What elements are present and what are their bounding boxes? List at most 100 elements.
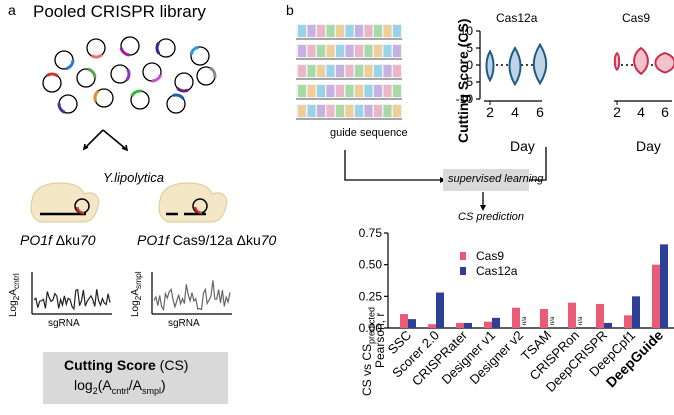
- bar-cas9: [456, 322, 464, 328]
- supervised-learning-label: supervised learning: [448, 173, 544, 185]
- cs-formula-cntrl: cntrl: [111, 385, 129, 396]
- guide-base: [307, 65, 316, 77]
- guide-base: [317, 65, 325, 77]
- guide-base: [374, 85, 382, 97]
- guide-base: [326, 85, 335, 97]
- yeast-cell-1: [30, 182, 100, 223]
- violin-ylabel: Cutting Score (CS): [455, 18, 471, 143]
- guide-base: [307, 85, 316, 97]
- guide-base: [298, 105, 306, 117]
- guide-base: [298, 65, 306, 77]
- supervised-learning-box: [443, 169, 529, 191]
- guide-base: [326, 65, 335, 77]
- organism-label: Y.lipolytica: [103, 170, 164, 185]
- plasmid-icon: [76, 67, 97, 88]
- bar-cas9: [512, 307, 520, 328]
- guide-base: [345, 105, 354, 117]
- violin-xtick: 6: [661, 104, 669, 120]
- guide-base: [298, 25, 306, 37]
- guide-base: [326, 25, 335, 37]
- strain-1-delta: Δku: [55, 232, 80, 248]
- legend-label: Cas12a: [476, 264, 518, 278]
- guide-base: [374, 65, 382, 77]
- violin-shape: [485, 49, 495, 83]
- bar-cas9: [568, 302, 576, 328]
- cs-formula-smpl: smpl: [141, 385, 161, 396]
- violin-xlabel-2: Day: [636, 138, 661, 154]
- guide-base: [393, 65, 401, 77]
- guide-base: [298, 85, 306, 97]
- guide-base: [307, 105, 316, 117]
- cs-box-title-bold: Cutting Score: [64, 357, 156, 373]
- guide-base: [364, 45, 373, 57]
- plasmid-icon: [54, 50, 75, 71]
- guide-base: [383, 65, 392, 77]
- plasmid-icon: [93, 88, 114, 108]
- bar-cas9: [400, 314, 408, 328]
- bar-ytick: 0.00: [359, 321, 383, 335]
- violin-xlabel-1: Day: [510, 138, 535, 154]
- library-title: Pooled CRISPR library: [33, 2, 206, 21]
- bar-ytick: 0.75: [359, 226, 383, 240]
- guide-base: [345, 85, 354, 97]
- guide-base: [393, 105, 401, 117]
- legend-swatch: [460, 252, 466, 260]
- bar-cas12a: [492, 317, 500, 328]
- violin-shape: [508, 46, 522, 87]
- violin-ytick: -5: [462, 75, 473, 89]
- violin-xtick: 4: [637, 104, 645, 120]
- guide-base: [355, 85, 363, 97]
- strain-1-num: 70: [79, 232, 96, 248]
- strain-1-prefix: PO1f: [20, 232, 56, 248]
- bar-cas9: [540, 309, 548, 328]
- cs-formula-open: (A: [97, 377, 112, 393]
- guide-base: [317, 25, 325, 37]
- guide-base: [383, 25, 392, 37]
- plot-2-xlabel: sgRNA: [168, 318, 200, 329]
- count-trace: [153, 280, 231, 312]
- bar-na-label: n/a: [522, 316, 528, 325]
- cs-formula-slash: /A: [128, 377, 142, 393]
- guide-base: [336, 85, 344, 97]
- guide-base: [374, 45, 382, 57]
- guide-base: [355, 25, 363, 37]
- guide-base: [374, 105, 382, 117]
- bar-cas12a: [464, 322, 472, 328]
- control-count-plot: [31, 272, 112, 315]
- guide-base: [355, 45, 363, 57]
- strain-2-num: 70: [260, 232, 277, 248]
- guide-base: [317, 105, 325, 117]
- cs-formula-base: 2: [92, 385, 98, 396]
- sample-count-plot: [151, 272, 232, 315]
- yeast-cell-2: [158, 182, 228, 223]
- guide-base: [393, 25, 401, 37]
- violin-xtick: 6: [536, 104, 544, 120]
- bar-na-label: n/a: [578, 316, 584, 325]
- flow-arrows: [344, 147, 547, 206]
- violin-xtick: 2: [613, 104, 621, 120]
- guide-base: [345, 25, 354, 37]
- bar-cas9: [428, 324, 436, 328]
- guide-base: [364, 65, 373, 77]
- bar-ylabel-main: CS vs CS: [360, 343, 374, 396]
- violin-ytick: 5: [466, 41, 473, 55]
- guide-base: [336, 105, 344, 117]
- plasmid-icon: [174, 72, 194, 93]
- guide-base: [364, 85, 373, 97]
- bar-cas9: [484, 321, 492, 328]
- plasmid-icon: [189, 45, 210, 66]
- legend-swatch: [460, 267, 466, 275]
- violin-shape: [532, 42, 548, 86]
- plasmid-icon: [42, 72, 62, 93]
- count-trace: [33, 288, 111, 311]
- cs-box-title: Cutting Score (CS): [64, 357, 188, 373]
- violin-ytick: -10: [456, 92, 474, 106]
- guide-sequence-label: guide sequence: [330, 127, 408, 139]
- legend-label: Cas9: [476, 249, 504, 263]
- guide-base: [317, 85, 325, 97]
- guide-base: [345, 45, 354, 57]
